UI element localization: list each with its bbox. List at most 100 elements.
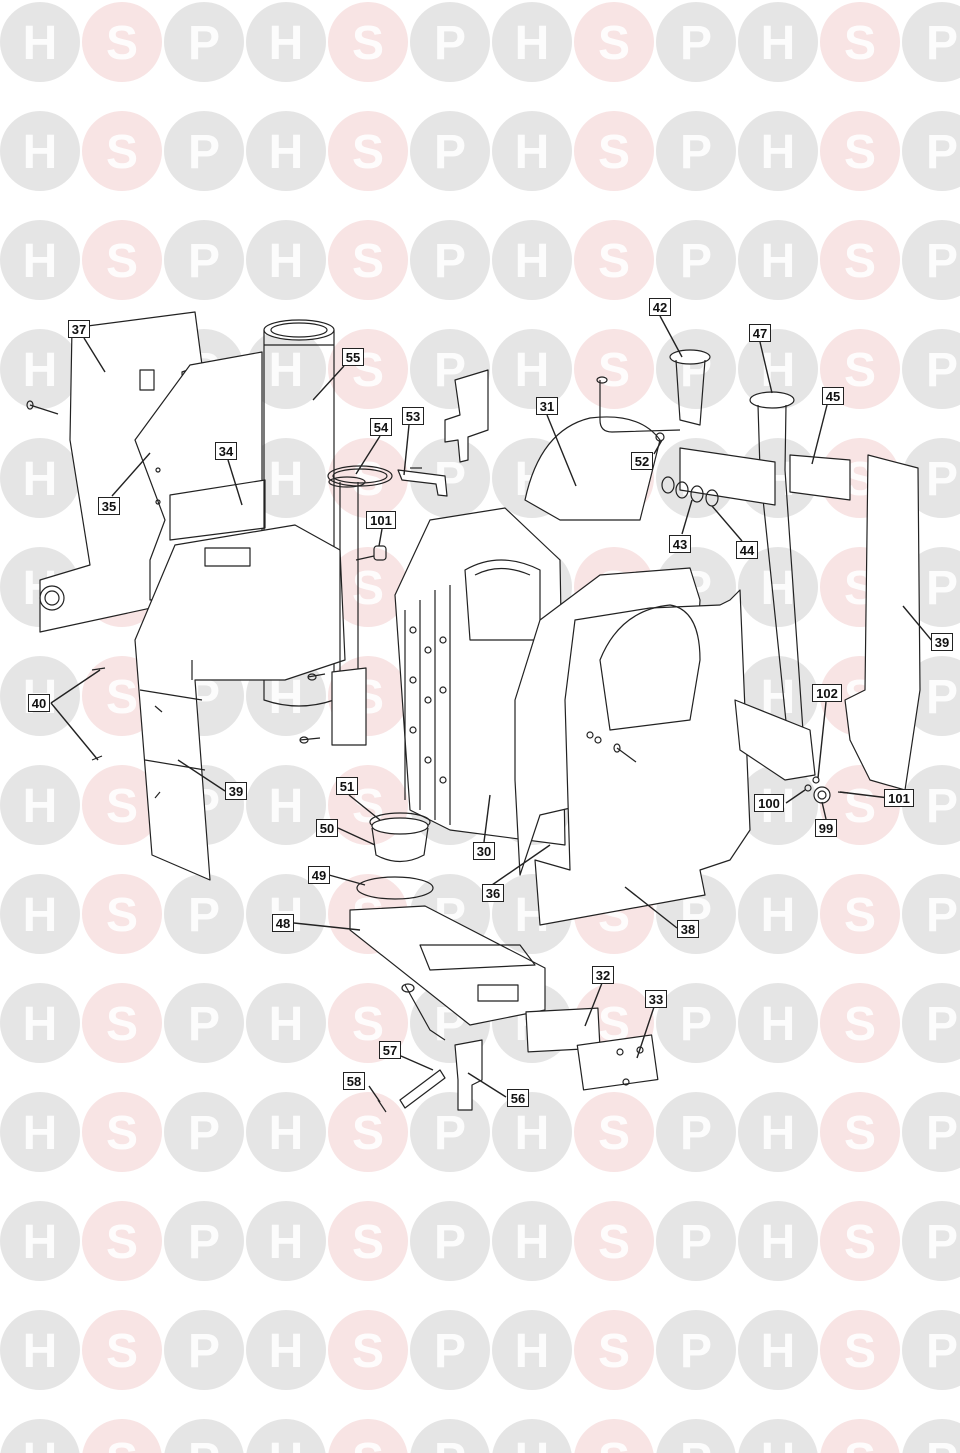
callout-39-left[interactable]: 39 bbox=[225, 782, 247, 800]
watermark-letter: S bbox=[106, 1216, 138, 1269]
watermark-circle bbox=[410, 1201, 490, 1281]
watermark-letter: P bbox=[434, 17, 466, 70]
callout-37[interactable]: 37 bbox=[68, 320, 90, 338]
watermark-circle bbox=[246, 1310, 326, 1390]
watermark-letter: H bbox=[515, 235, 550, 288]
watermark-letter: H bbox=[761, 1434, 796, 1453]
callout-57[interactable]: 57 bbox=[379, 1041, 401, 1059]
watermark-letter: P bbox=[680, 1107, 712, 1160]
watermark-circle bbox=[328, 220, 408, 300]
callout-33[interactable]: 33 bbox=[645, 990, 667, 1008]
watermark-letter: H bbox=[761, 126, 796, 179]
callout-40[interactable]: 40 bbox=[28, 694, 50, 712]
watermark-circle bbox=[492, 2, 572, 82]
watermark-letter: S bbox=[106, 17, 138, 70]
callout-32[interactable]: 32 bbox=[592, 966, 614, 984]
part-54-clamp bbox=[327, 465, 393, 487]
callout-44[interactable]: 44 bbox=[736, 541, 758, 559]
watermark-circle bbox=[82, 765, 162, 845]
callout-55-text: 55 bbox=[345, 349, 361, 365]
callout-50[interactable]: 50 bbox=[316, 819, 338, 837]
callout-56[interactable]: 56 bbox=[507, 1089, 529, 1107]
callout-102[interactable]: 102 bbox=[812, 684, 842, 702]
callout-53[interactable]: 53 bbox=[402, 407, 424, 425]
watermark-letter: P bbox=[926, 344, 958, 397]
callout-38[interactable]: 38 bbox=[677, 920, 699, 938]
watermark-letter: P bbox=[926, 780, 958, 833]
watermark-circle bbox=[738, 111, 818, 191]
callout-99[interactable]: 99 bbox=[815, 819, 837, 837]
watermark-circle bbox=[0, 438, 80, 518]
watermark-circle bbox=[164, 1419, 244, 1453]
watermark-circle bbox=[82, 1419, 162, 1453]
callout-51[interactable]: 51 bbox=[336, 777, 358, 795]
watermark-letter: H bbox=[269, 453, 304, 506]
watermark-circle bbox=[738, 983, 818, 1063]
watermark-letter: H bbox=[515, 1434, 550, 1453]
callout-35[interactable]: 35 bbox=[98, 497, 120, 515]
watermark-letter: P bbox=[680, 1216, 712, 1269]
watermark-circle bbox=[246, 111, 326, 191]
watermark-letter: H bbox=[23, 1107, 58, 1160]
watermark-circle bbox=[902, 2, 960, 82]
callout-55[interactable]: 55 bbox=[342, 348, 364, 366]
watermark-circle bbox=[492, 329, 572, 409]
watermark-letter: S bbox=[106, 998, 138, 1051]
watermark-circle bbox=[656, 1201, 736, 1281]
callout-31-text: 31 bbox=[539, 398, 555, 414]
callout-101-top[interactable]: 101 bbox=[366, 511, 396, 529]
callout-54[interactable]: 54 bbox=[370, 418, 392, 436]
callout-100[interactable]: 100 bbox=[754, 794, 784, 812]
watermark-circle bbox=[0, 1201, 80, 1281]
watermark-letter: H bbox=[761, 17, 796, 70]
callout-47-text: 47 bbox=[752, 325, 768, 341]
watermark-letter: S bbox=[844, 344, 876, 397]
part-bracket-top bbox=[444, 369, 489, 463]
watermark-letter: P bbox=[434, 1216, 466, 1269]
callout-34[interactable]: 34 bbox=[215, 442, 237, 460]
watermark-letter: S bbox=[598, 1216, 630, 1269]
watermark-circle bbox=[410, 111, 490, 191]
watermark-circle bbox=[328, 1419, 408, 1453]
watermark-circle bbox=[328, 111, 408, 191]
watermark-circle bbox=[656, 1419, 736, 1453]
watermark-letter: H bbox=[269, 126, 304, 179]
watermark-circle bbox=[820, 874, 900, 954]
callout-43[interactable]: 43 bbox=[669, 535, 691, 553]
watermark-circle bbox=[164, 874, 244, 954]
watermark-letter: H bbox=[515, 1107, 550, 1160]
callout-39-right[interactable]: 39 bbox=[931, 633, 953, 651]
callout-37-text: 37 bbox=[71, 321, 87, 337]
watermark-circle bbox=[328, 547, 408, 627]
watermark-circle bbox=[0, 111, 80, 191]
callout-47[interactable]: 47 bbox=[749, 324, 771, 342]
watermark-letter: P bbox=[188, 126, 220, 179]
watermark-circle bbox=[246, 2, 326, 82]
watermark-circle bbox=[0, 765, 80, 845]
callout-52[interactable]: 52 bbox=[631, 452, 653, 470]
callout-30[interactable]: 30 bbox=[473, 842, 495, 860]
watermark-circle bbox=[492, 111, 572, 191]
callout-34-text: 34 bbox=[218, 443, 234, 459]
callout-36[interactable]: 36 bbox=[482, 884, 504, 902]
callout-42[interactable]: 42 bbox=[649, 298, 671, 316]
watermark-letter: S bbox=[352, 453, 384, 506]
callout-45[interactable]: 45 bbox=[822, 387, 844, 405]
watermark-circle bbox=[492, 1419, 572, 1453]
watermark-circle bbox=[410, 1310, 490, 1390]
watermark-circle bbox=[0, 983, 80, 1063]
watermark-circle bbox=[656, 983, 736, 1063]
callout-48-text: 48 bbox=[275, 915, 291, 931]
callout-58[interactable]: 58 bbox=[343, 1072, 365, 1090]
callout-49[interactable]: 49 bbox=[308, 866, 330, 884]
callout-48[interactable]: 48 bbox=[272, 914, 294, 932]
watermark-circle bbox=[902, 329, 960, 409]
watermark-circle bbox=[902, 1201, 960, 1281]
callout-101-right[interactable]: 101 bbox=[884, 789, 914, 807]
watermark-circle bbox=[0, 329, 80, 409]
watermark-letter: H bbox=[269, 1325, 304, 1378]
callout-102-text: 102 bbox=[816, 685, 838, 701]
callout-31[interactable]: 31 bbox=[536, 397, 558, 415]
watermark-letter: S bbox=[352, 998, 384, 1051]
